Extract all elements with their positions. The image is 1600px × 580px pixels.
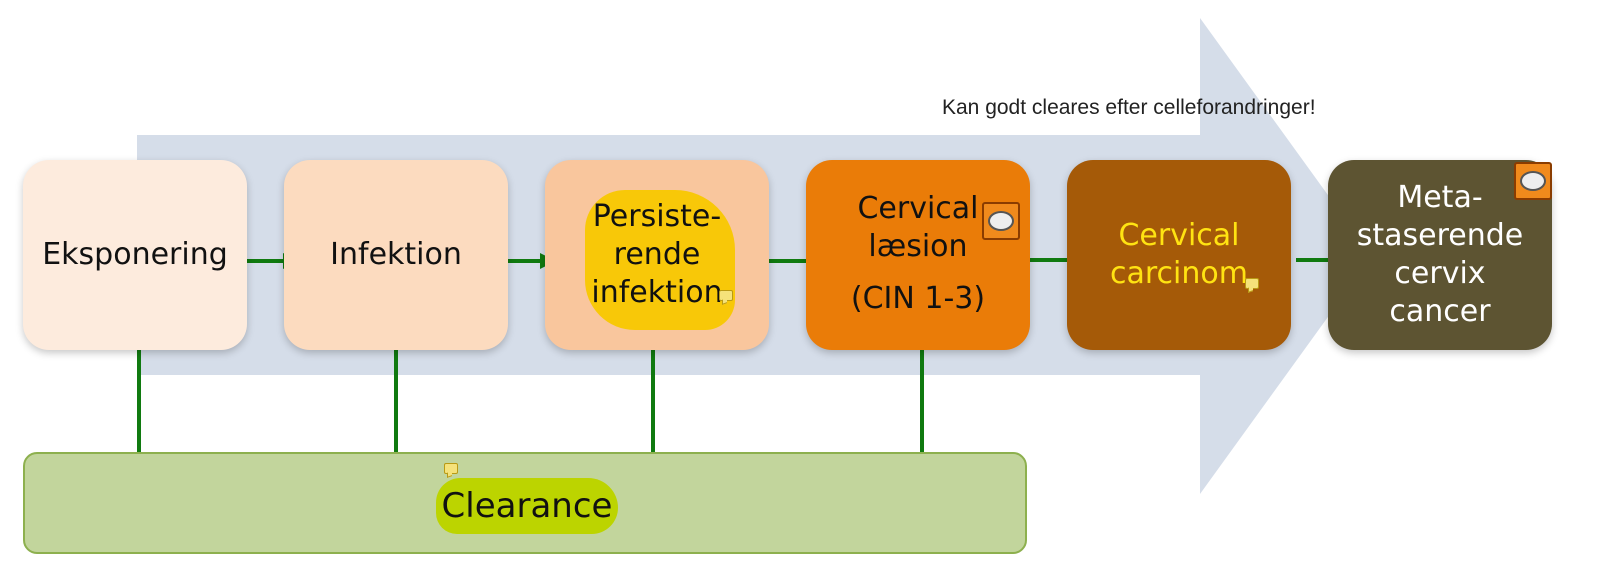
stage-label-line: Cervical xyxy=(857,191,979,226)
stage-label-line: cancer xyxy=(1389,293,1491,329)
note-icon[interactable] xyxy=(1245,278,1259,289)
comment-icon[interactable] xyxy=(1514,162,1552,200)
stage-highlight xyxy=(585,190,735,330)
clearance-highlight xyxy=(436,478,618,534)
stage-infektion: Infektion xyxy=(284,160,508,350)
stage-eksponering: Eksponering xyxy=(23,160,247,350)
stage-label-line: cervix xyxy=(1394,256,1486,291)
stage-label-line: Persiste- xyxy=(592,199,722,235)
stage-label: Eksponering xyxy=(42,237,228,273)
note-icon[interactable] xyxy=(719,290,733,301)
clearance-label: Clearance xyxy=(441,486,613,526)
stage-label: Infektion xyxy=(330,237,462,273)
comment-icon[interactable] xyxy=(982,202,1020,240)
stage-cervical-laesion: Cervical læsion (CIN 1-3) xyxy=(806,160,1030,350)
stage-label-line: carcinom xyxy=(1110,256,1248,291)
stage-metastaserende-cervix-cancer: Meta- staserende cervix cancer xyxy=(1328,160,1552,350)
stage-label-line: Meta- xyxy=(1397,180,1483,216)
note-icon[interactable] xyxy=(444,463,458,474)
stage-persisterende-infektion: Persiste- rende infektion xyxy=(545,160,769,350)
stage-label-line: staserende xyxy=(1356,218,1524,254)
stage-label-line: rende xyxy=(613,237,701,273)
stage-label-line: infektion xyxy=(591,274,723,310)
stage-cervical-carcinom: Cervical carcinom xyxy=(1067,160,1291,350)
stage-label-line: læsion xyxy=(868,228,968,264)
annotation-text: Kan godt cleares efter celleforandringer… xyxy=(942,96,1316,119)
stage-label-line: Cervical xyxy=(1118,218,1240,254)
stage-label-line: (CIN 1-3) xyxy=(850,280,986,316)
